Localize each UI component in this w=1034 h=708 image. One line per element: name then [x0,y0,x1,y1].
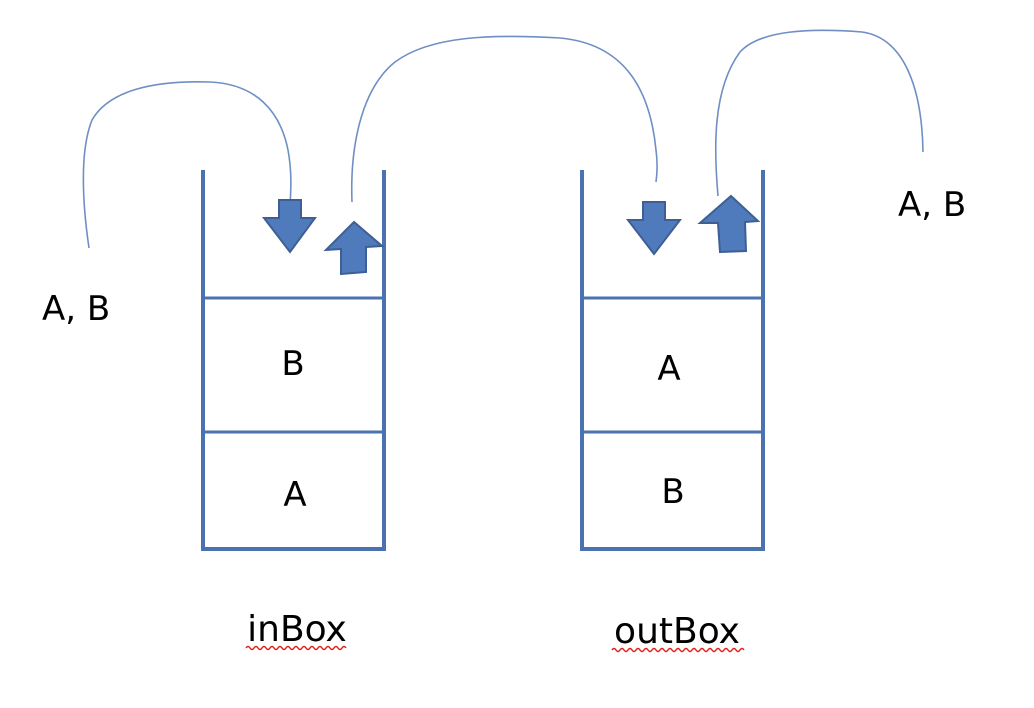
push-arrow-down-icon [625,201,683,256]
input-items-label: A, B [42,289,110,329]
outbox-slot-upper: A [657,349,680,389]
flow-curve-input-to-inbox [82,80,292,249]
inbox-slot-lower: A [283,475,306,515]
flow-curve-outbox-to-output [714,29,924,197]
output-items-label: A, B [898,185,966,225]
pop-arrow-up-icon [697,194,761,254]
inbox-spellcheck-underline [245,645,347,651]
inbox-name-label: inBox [247,609,347,650]
outbox-name-label: outBox [614,611,740,652]
inbox-slot-upper: B [281,344,304,384]
outbox-stack: A B [580,170,765,551]
outbox-slot-lower: B [661,472,684,512]
push-arrow-down-icon [261,199,317,254]
pop-arrow-up-icon [323,220,385,276]
outbox-spellcheck-underline [611,647,745,653]
inbox-stack: B A [201,170,386,551]
flow-curve-inbox-to-outbox [350,35,658,203]
